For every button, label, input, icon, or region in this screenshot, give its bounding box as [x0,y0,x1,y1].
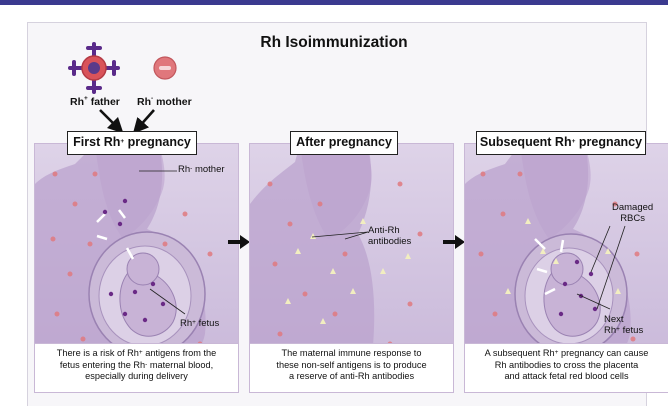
figure-title: Rh Isoimmunization [260,34,408,51]
flow-arrow-2 [443,235,465,249]
first-pregnancy-illustration [35,144,213,372]
panel-subsequent-pregnancy [464,143,668,373]
subsequent-pregnancy-illustration [465,144,640,372]
panel-after-pregnancy [249,143,454,373]
caption-subsequent-pregnancy: A subsequent Rh+ pregnancy can cause Rh … [464,343,668,393]
caption-after-pregnancy: The maternal immune response to these no… [249,343,454,393]
rh-negative-cell-icon [153,56,177,80]
rh-positive-fetus-annotation: Rh+ fetus [180,318,220,329]
rh-negative-mother-label: Rh- mother [137,95,192,108]
stage-label-after-pregnancy: After pregnancy [290,131,398,155]
rh-negative-mother-annotation: Rh- mother [178,164,225,175]
top-accent-bar [0,0,668,5]
stage-label-subsequent-pregnancy: Subsequent Rh+ pregnancy [476,131,646,155]
flow-arrow-1 [228,235,250,249]
stage-label-first-pregnancy: First Rh+ pregnancy [67,131,197,155]
panel-first-pregnancy [34,143,239,373]
rh-positive-cell-icon [68,42,120,94]
legend-arrows [99,109,155,134]
rh-positive-father-label: Rh+ father [70,95,120,108]
after-pregnancy-illustration [250,144,423,372]
caption-first-pregnancy: There is a risk of Rh+ antigens from the… [34,343,239,393]
next-rh-positive-fetus-annotation: Next Rh+ fetus [604,314,644,336]
